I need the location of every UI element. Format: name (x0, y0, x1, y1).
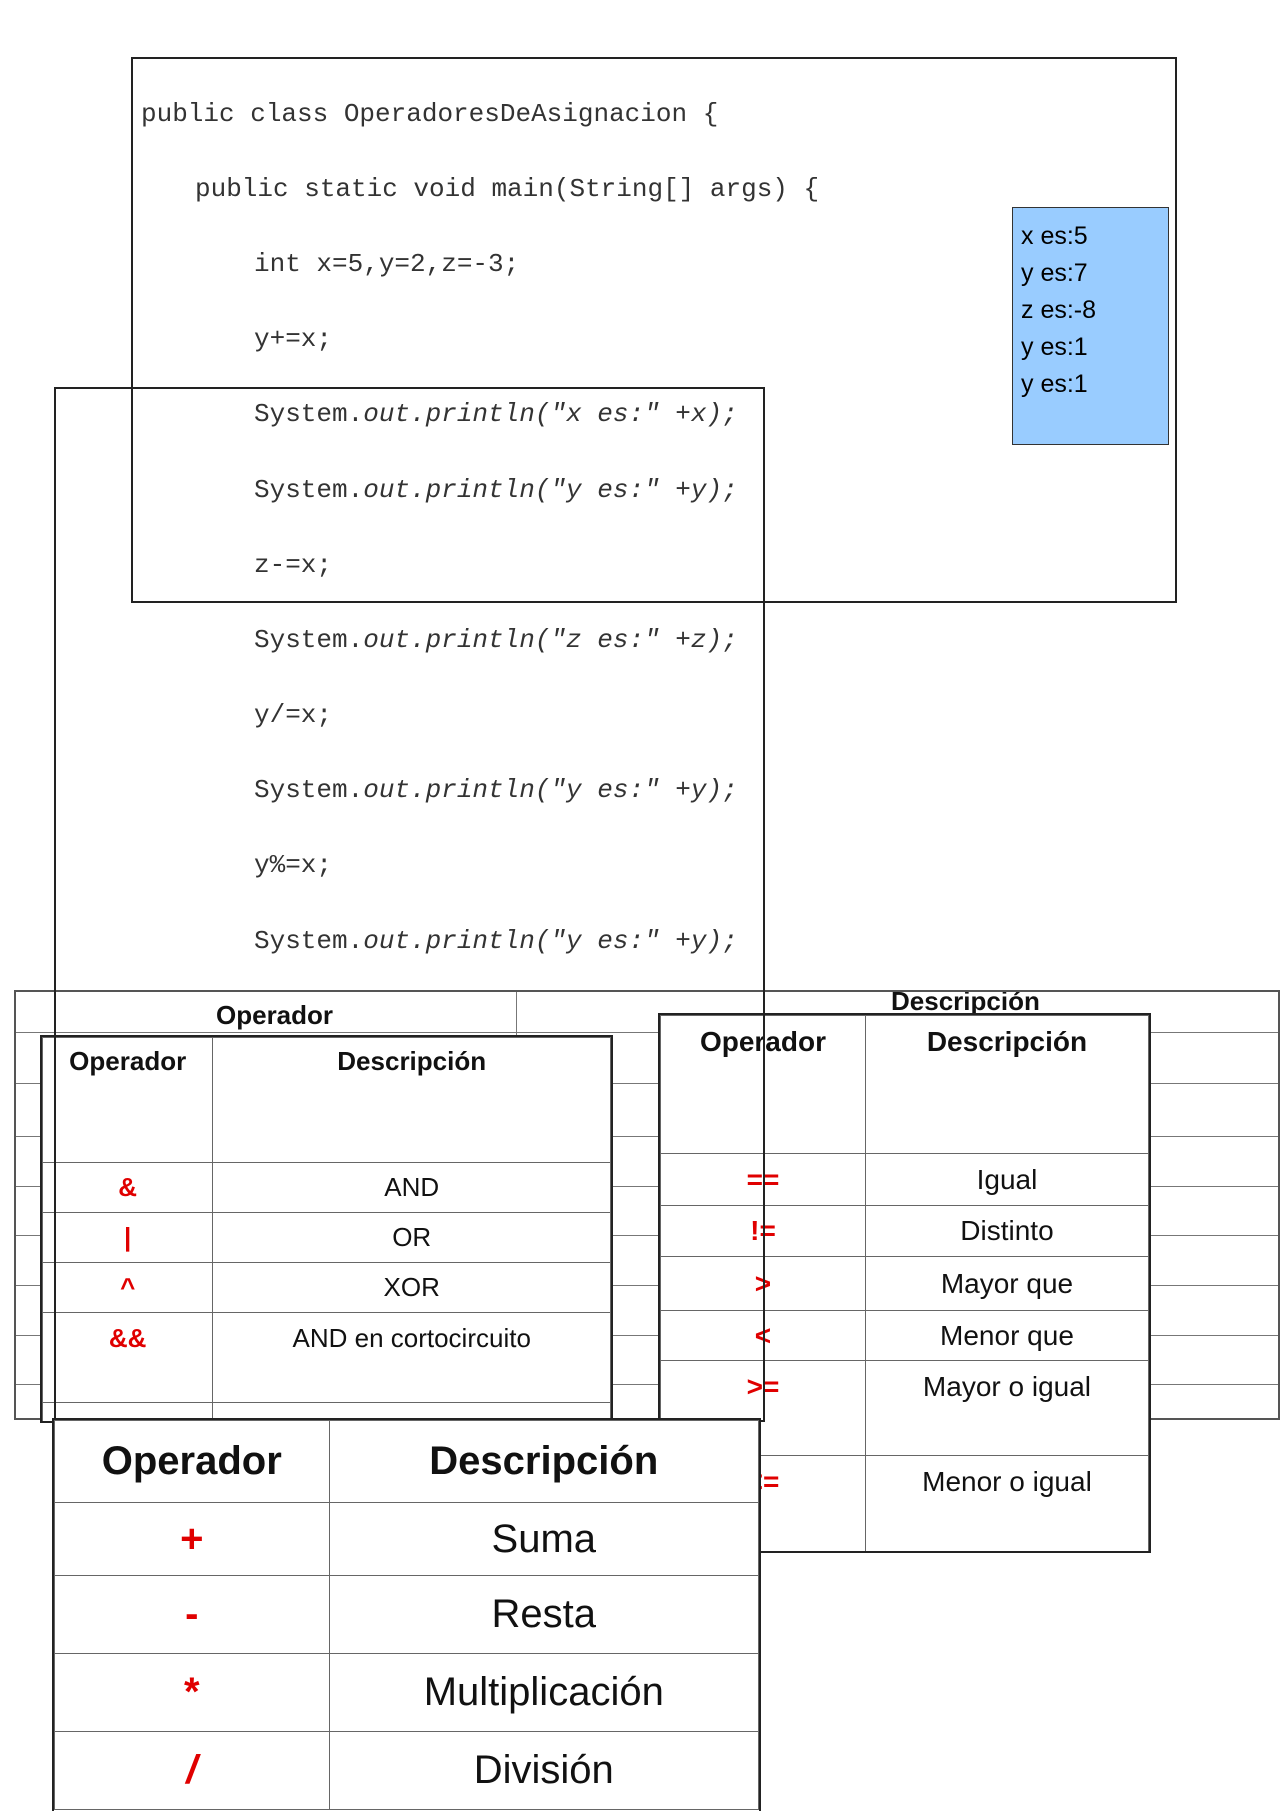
table-rule (16, 1032, 1278, 1033)
description-cell: Resta (328, 1575, 759, 1654)
overlay-frame (54, 387, 765, 1422)
header-operator: Operador (660, 1015, 866, 1154)
description-cell: AND (212, 1162, 611, 1213)
description-cell: Suma (328, 1502, 759, 1576)
operator-cell: - (54, 1575, 330, 1654)
description-cell: División (328, 1731, 759, 1810)
code-line: y/=x; (254, 700, 333, 731)
code-token: out.println("y es:" +y); (363, 474, 738, 505)
operator-cell: & (42, 1162, 214, 1213)
relational-operators-table: Operador Descripción ==Igual !=Distinto … (658, 1013, 1151, 1553)
description-cell: Mayor o igual (864, 1360, 1149, 1456)
header-operator: Operador (54, 1420, 330, 1503)
code-line: int x=5,y=2,z=-3; (254, 248, 520, 279)
code-line: System.out.println("x es:" +x); (141, 396, 819, 434)
header-description: Descripción (864, 1015, 1149, 1154)
description-cell: Menor o igual (864, 1455, 1149, 1551)
description-cell: Menor que (864, 1310, 1149, 1361)
code-token: out.println("y es:" +y); (363, 925, 738, 956)
description-cell: AND en cortocircuito (212, 1312, 611, 1403)
operator-cell: * (54, 1653, 330, 1732)
operator-cell: + (54, 1502, 330, 1576)
operator-cell: == (660, 1153, 866, 1206)
background-table-header-operator: Operador (216, 1000, 334, 1030)
description-cell: OR en cortocircuito (212, 1402, 611, 1421)
description-cell: Distinto (864, 1205, 1149, 1257)
table-rule (16, 1285, 1278, 1286)
logic-operators-table: Operador Descripción &AND |OR ^XOR &&AND… (40, 1035, 613, 1423)
operator-cell: && (42, 1312, 214, 1403)
output-line: y es:1 (1021, 370, 1088, 398)
description-cell: XOR (212, 1262, 611, 1313)
code-token: System. (254, 399, 364, 430)
header-description: Descripción (212, 1037, 611, 1163)
code-line: System.out.println("y es:" +y); (141, 472, 819, 510)
table-rule (16, 1384, 1278, 1385)
description-cell: OR (212, 1212, 611, 1263)
header-operator: Operador (42, 1037, 214, 1163)
code-line: y+=x; (254, 324, 333, 355)
code-token: System. (254, 775, 364, 806)
operator-cell: || (42, 1402, 214, 1421)
code-token: out.println("x es:" +x); (363, 399, 738, 430)
output-line: y es:7 (1021, 259, 1088, 287)
description-cell: Multiplicación (328, 1653, 759, 1732)
output-line: y es:1 (1021, 333, 1088, 361)
description-cell: Mayor que (864, 1256, 1149, 1311)
code-line: z-=x; (254, 549, 333, 580)
code-line: System.out.println("z es:" +z); (141, 622, 819, 660)
arithmetic-operators-table: Operador Descripción +Suma -Resta *Multi… (52, 1418, 761, 1811)
code-line: System.out.println("y es:" +y); (141, 772, 819, 810)
operator-cell: ^ (42, 1262, 214, 1313)
table-rule (16, 1186, 1278, 1187)
table-rule (16, 1335, 1278, 1336)
output-line: z es:-8 (1021, 296, 1097, 324)
table-rule (16, 1083, 1278, 1084)
console-output: x es:5 y es:7 z es:-8 y es:1 y es:1 (1012, 207, 1169, 445)
code-listing-box (131, 57, 1177, 603)
output-line: x es:5 (1021, 222, 1088, 250)
operator-cell: != (660, 1205, 866, 1257)
background-table-header-description: Descripción (891, 990, 1040, 1016)
table-rule (16, 1136, 1278, 1137)
code-token: System. (254, 474, 364, 505)
code-token: System. (254, 624, 364, 655)
code-line: y%=x; (254, 850, 333, 881)
operator-cell: / (54, 1731, 330, 1810)
code-listing: public class OperadoresDeAsignacion { pu… (141, 58, 819, 1148)
code-token: System. (254, 925, 364, 956)
code-line: System.out.println("y es:" +y); (141, 923, 819, 961)
code-line: public static void main(String[] args) { (195, 173, 820, 204)
code-token: out.println("y es:" +y); (363, 775, 738, 806)
header-description: Descripción (328, 1420, 759, 1503)
code-token: out.println("z es:" +z); (363, 624, 738, 655)
table-rule (16, 1235, 1278, 1236)
code-line: public class OperadoresDeAsignacion { (141, 98, 719, 129)
description-cell: Igual (864, 1153, 1149, 1206)
